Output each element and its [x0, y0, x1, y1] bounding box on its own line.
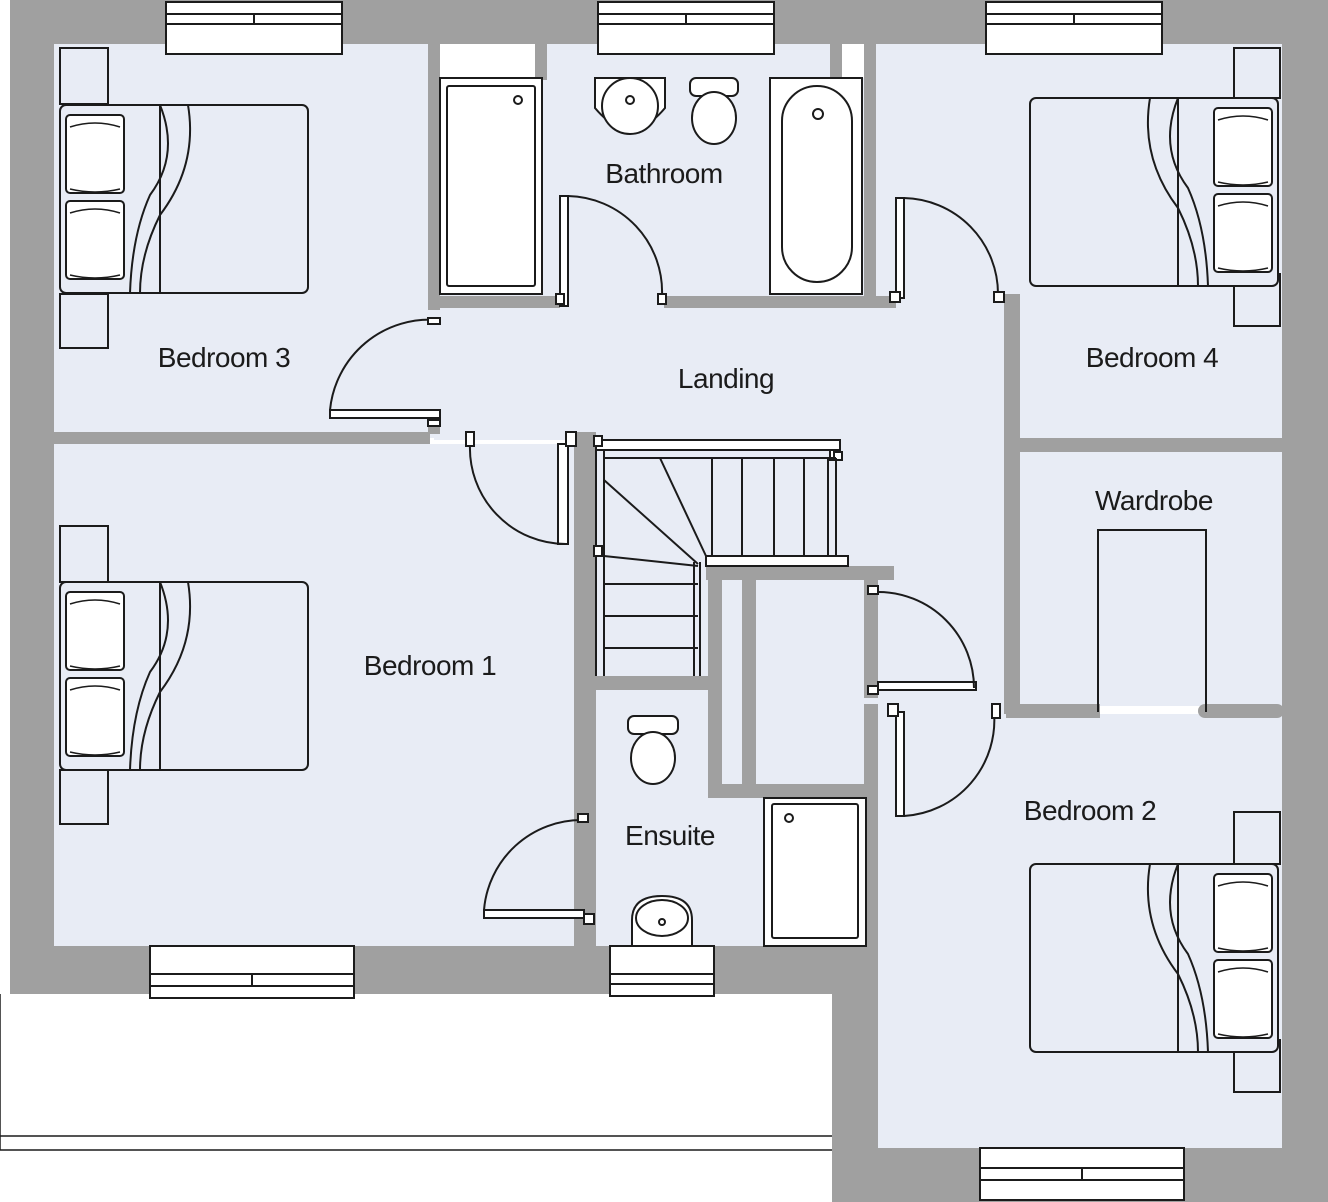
room-label-bedroom-4: Bedroom 4	[1086, 342, 1218, 373]
wardrobe-floor	[1018, 450, 1282, 706]
bedside-table	[1233, 47, 1281, 99]
room-label-bathroom: Bathroom	[605, 158, 722, 189]
bedside-table	[59, 47, 109, 105]
room-label-bedroom-1: Bedroom 1	[364, 650, 496, 681]
bedside-table	[59, 293, 109, 349]
room-label-bedroom-2: Bedroom 2	[1024, 795, 1156, 826]
door-bedroom-1[interactable]	[465, 431, 577, 546]
ensuite-fixtures	[627, 715, 867, 947]
shower-tray	[439, 77, 543, 295]
window-ensuite	[609, 945, 715, 997]
bathroom-fixtures	[439, 77, 863, 295]
door-bedroom-3[interactable]	[329, 317, 441, 427]
bedside-table	[59, 525, 109, 583]
internal-walls	[50, 44, 1284, 948]
window-bedroom-2	[979, 1147, 1185, 1201]
room-label-ensuite: Ensuite	[625, 820, 715, 851]
toilet-bowl	[630, 731, 676, 785]
windows	[149, 1, 1185, 1201]
door-ensuite[interactable]	[483, 813, 595, 925]
lower-roof-outline	[0, 994, 832, 1151]
bedside-table	[59, 769, 109, 825]
toilet-bowl	[691, 91, 737, 145]
bedroom-1-furniture	[59, 525, 309, 825]
window-bedroom-1	[149, 945, 355, 999]
room-label-wardrobe: Wardrobe	[1095, 485, 1213, 516]
room-label-landing: Landing	[678, 363, 774, 394]
bedroom-4-furniture	[1029, 47, 1281, 327]
bedside-table	[1233, 811, 1281, 865]
bedroom-2-furniture	[1029, 811, 1281, 1093]
doors	[329, 195, 1005, 925]
window-bedroom-4	[985, 1, 1163, 55]
bedroom-3-furniture	[59, 47, 309, 349]
window-bedroom-3	[165, 1, 343, 55]
wardrobe-outline	[1097, 529, 1207, 712]
door-bedroom-2[interactable]	[887, 703, 1001, 817]
window-bathroom	[597, 1, 775, 55]
floor-areas	[50, 44, 1282, 1148]
door-bathroom[interactable]	[555, 195, 667, 307]
door-bedroom-4[interactable]	[889, 197, 1005, 303]
room-label-bedroom-3: Bedroom 3	[158, 342, 290, 373]
shower-tray	[763, 797, 867, 947]
room-labels: Bedroom 3 Bathroom Landing Bedroom 4 War…	[158, 158, 1219, 851]
staircase	[593, 435, 849, 676]
door-airing-cupboard[interactable]	[867, 585, 977, 695]
